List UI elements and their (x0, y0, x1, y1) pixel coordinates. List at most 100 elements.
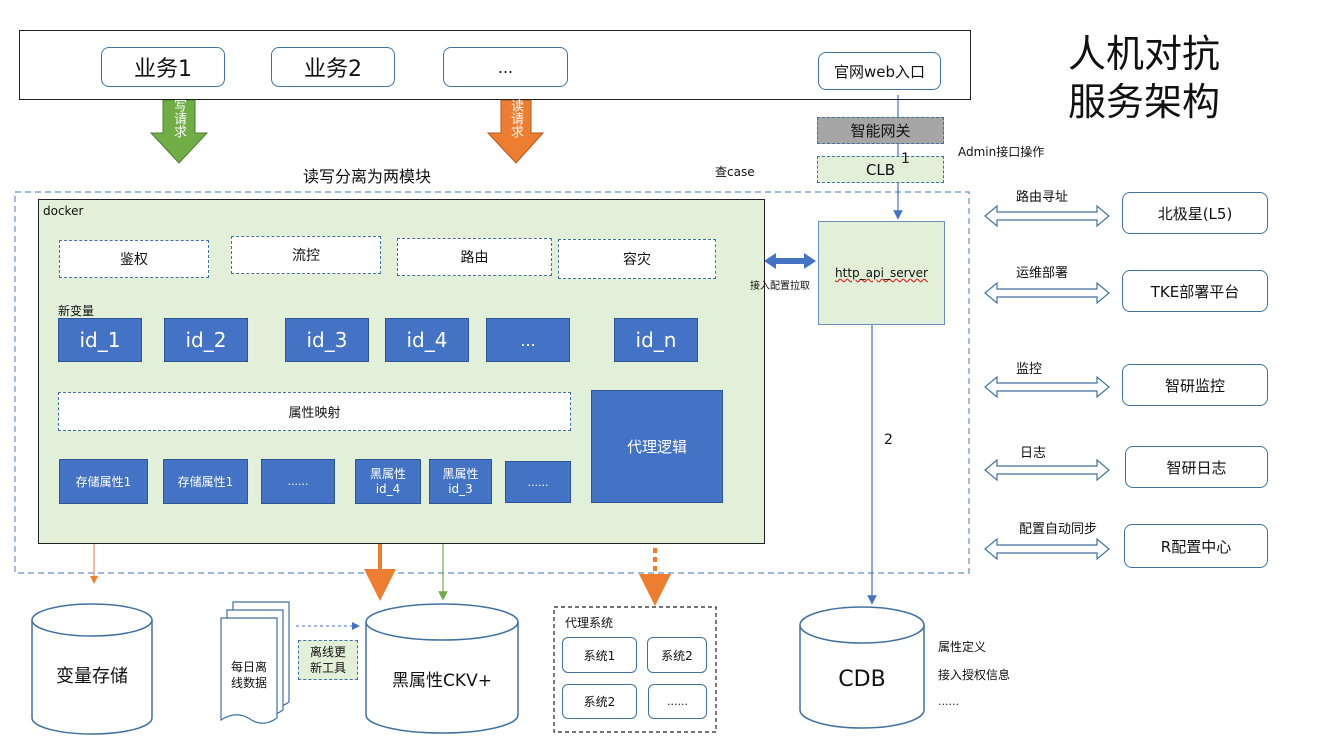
cdb-note-2: 接入授权信息 (938, 668, 1011, 682)
business-1-label: 业务1 (134, 57, 192, 82)
diagram-title: 人机对抗 服务架构 (1068, 30, 1220, 126)
auth-label: 鉴权 (120, 252, 148, 268)
clb-box[interactable]: CLB (817, 156, 944, 183)
zhiyan-log-label: 智研日志 (1166, 458, 1227, 477)
module-boundary (14, 191, 970, 574)
config-pull-label: 接入配置拉取 (750, 281, 810, 292)
disaster-recovery-label: 容灾 (623, 252, 651, 268)
polaris-box[interactable]: 北极星(L5) (1122, 192, 1268, 234)
attr-box-2-label: 存储属性1 (177, 475, 234, 489)
attr-box-3-label: ...... (287, 475, 309, 488)
routing-box[interactable]: 路由 (397, 238, 552, 276)
id-4-label: id_4 (406, 328, 448, 352)
edge-route-label: 路由寻址 (1016, 190, 1069, 205)
attr-box-2[interactable]: 存储属性1 (163, 459, 248, 504)
smart-gateway-box[interactable]: 智能网关 (817, 117, 944, 144)
r-config-box[interactable]: R配置中心 (1124, 524, 1268, 568)
id-1-label: id_1 (79, 328, 121, 352)
flow-control-box[interactable]: 流控 (231, 236, 381, 274)
business-more-box[interactable]: ... (443, 47, 568, 87)
new-vars-label: 新变量 (58, 304, 95, 318)
write-request-label: 写请求 (171, 99, 186, 138)
query-case-label: 查case (715, 165, 755, 179)
offline-data-documents (220, 601, 290, 724)
attr-box-1-label: 存储属性1 (75, 475, 132, 489)
system-more-label: ...... (667, 695, 688, 708)
tke-label: TKE部署平台 (1150, 282, 1240, 301)
attr-map-label: 属性映射 (288, 406, 341, 421)
split-caption: 读写分离为两模块 (303, 167, 432, 186)
system-1-label: 系统1 (583, 648, 616, 663)
web-entry-label: 官网web入口 (833, 62, 926, 81)
web-entry-box[interactable]: 官网web入口 (818, 52, 941, 90)
system-2-label: 系统2 (661, 648, 693, 663)
attr-box-6-label: ...... (527, 475, 549, 489)
title-line-2: 服务架构 (1068, 80, 1221, 124)
edge-monitor-label: 监控 (1016, 362, 1043, 377)
system-more-box[interactable]: ...... (648, 684, 707, 719)
title-line-1: 人机对抗 (1068, 32, 1221, 76)
tke-box[interactable]: TKE部署平台 (1122, 270, 1268, 312)
business-1-box[interactable]: 业务1 (101, 47, 225, 87)
attr-box-black-id3[interactable]: 黑属性 id_3 (429, 459, 492, 504)
auth-box[interactable]: 鉴权 (59, 240, 209, 278)
read-request-arrow (486, 99, 545, 164)
cdb-cylinder (799, 625, 925, 729)
system-1-box[interactable]: 系统1 (562, 637, 637, 673)
id-more-box[interactable]: ... (486, 318, 570, 362)
business-2-box[interactable]: 业务2 (271, 47, 395, 87)
proxy-logic-box[interactable]: 代理逻辑 (591, 390, 723, 503)
var-store-label: 变量存储 (56, 666, 128, 687)
edge-2-label: 2 (884, 432, 893, 448)
attr-box-6[interactable]: ...... (505, 461, 571, 503)
id-1-box[interactable]: id_1 (58, 318, 142, 362)
id-n-box[interactable]: id_n (614, 318, 698, 362)
cdb-label: CDB (838, 666, 886, 692)
cdb-note-1: 属性定义 (938, 640, 987, 654)
edge-deploy-label: 运维部署 (1016, 266, 1069, 281)
black-ckv-label: 黑属性CKV+ (392, 670, 492, 691)
proxy-system-title: 代理系统 (565, 616, 614, 630)
flow-control-label: 流控 (292, 248, 320, 264)
edge-1-label: 1 (901, 151, 910, 167)
attr-box-black-id4[interactable]: 黑属性 id_4 (355, 459, 421, 504)
system-2-box[interactable]: 系统2 (647, 637, 707, 673)
offline-tool-box[interactable]: 离线更 新工具 (298, 640, 358, 680)
http-api-server-label: http_api_server (835, 266, 928, 280)
business-2-label: 业务2 (304, 57, 362, 82)
id-more-label: ... (520, 330, 536, 350)
proxy-logic-label: 代理逻辑 (626, 438, 687, 456)
zhiyan-log-box[interactable]: 智研日志 (1125, 446, 1268, 488)
polaris-label: 北极星(L5) (1157, 204, 1233, 223)
id-3-label: id_3 (306, 328, 348, 352)
business-more-label: ... (497, 57, 514, 77)
clb-label: CLB (865, 160, 896, 179)
routing-label: 路由 (460, 250, 489, 266)
r-config-label: R配置中心 (1160, 537, 1232, 556)
smart-gateway-label: 智能网关 (850, 122, 911, 140)
write-request-arrow (149, 99, 209, 164)
http-api-server-box[interactable]: http_api_server (818, 221, 945, 325)
id-n-label: id_n (635, 328, 677, 352)
id-2-label: id_2 (185, 328, 227, 352)
var-store-cylinder (31, 620, 153, 735)
zhiyan-monitor-label: 智研监控 (1164, 376, 1225, 395)
system-3-label: 系统2 (583, 695, 616, 709)
system-3-box[interactable]: 系统2 (562, 684, 637, 719)
disaster-recovery-box[interactable]: 容灾 (558, 239, 716, 279)
id-3-box[interactable]: id_3 (285, 318, 369, 362)
admin-op-label: Admin接口操作 (958, 145, 1045, 159)
attr-box-3[interactable]: ...... (261, 459, 335, 504)
daily-offline-label: 每日离 线数据 (230, 660, 267, 690)
attr-box-black-id3-label: 黑属性 id_3 (442, 466, 479, 496)
docker-label: docker (43, 204, 84, 218)
id-4-box[interactable]: id_4 (385, 318, 469, 362)
zhiyan-monitor-box[interactable]: 智研监控 (1122, 364, 1268, 406)
attr-box-1[interactable]: 存储属性1 (59, 459, 148, 504)
id-2-box[interactable]: id_2 (164, 318, 248, 362)
black-ckv-cylinder (365, 622, 519, 734)
attr-map-box[interactable]: 属性映射 (58, 392, 571, 431)
read-request-label: 读请求 (508, 99, 523, 138)
business-frame (19, 30, 971, 100)
